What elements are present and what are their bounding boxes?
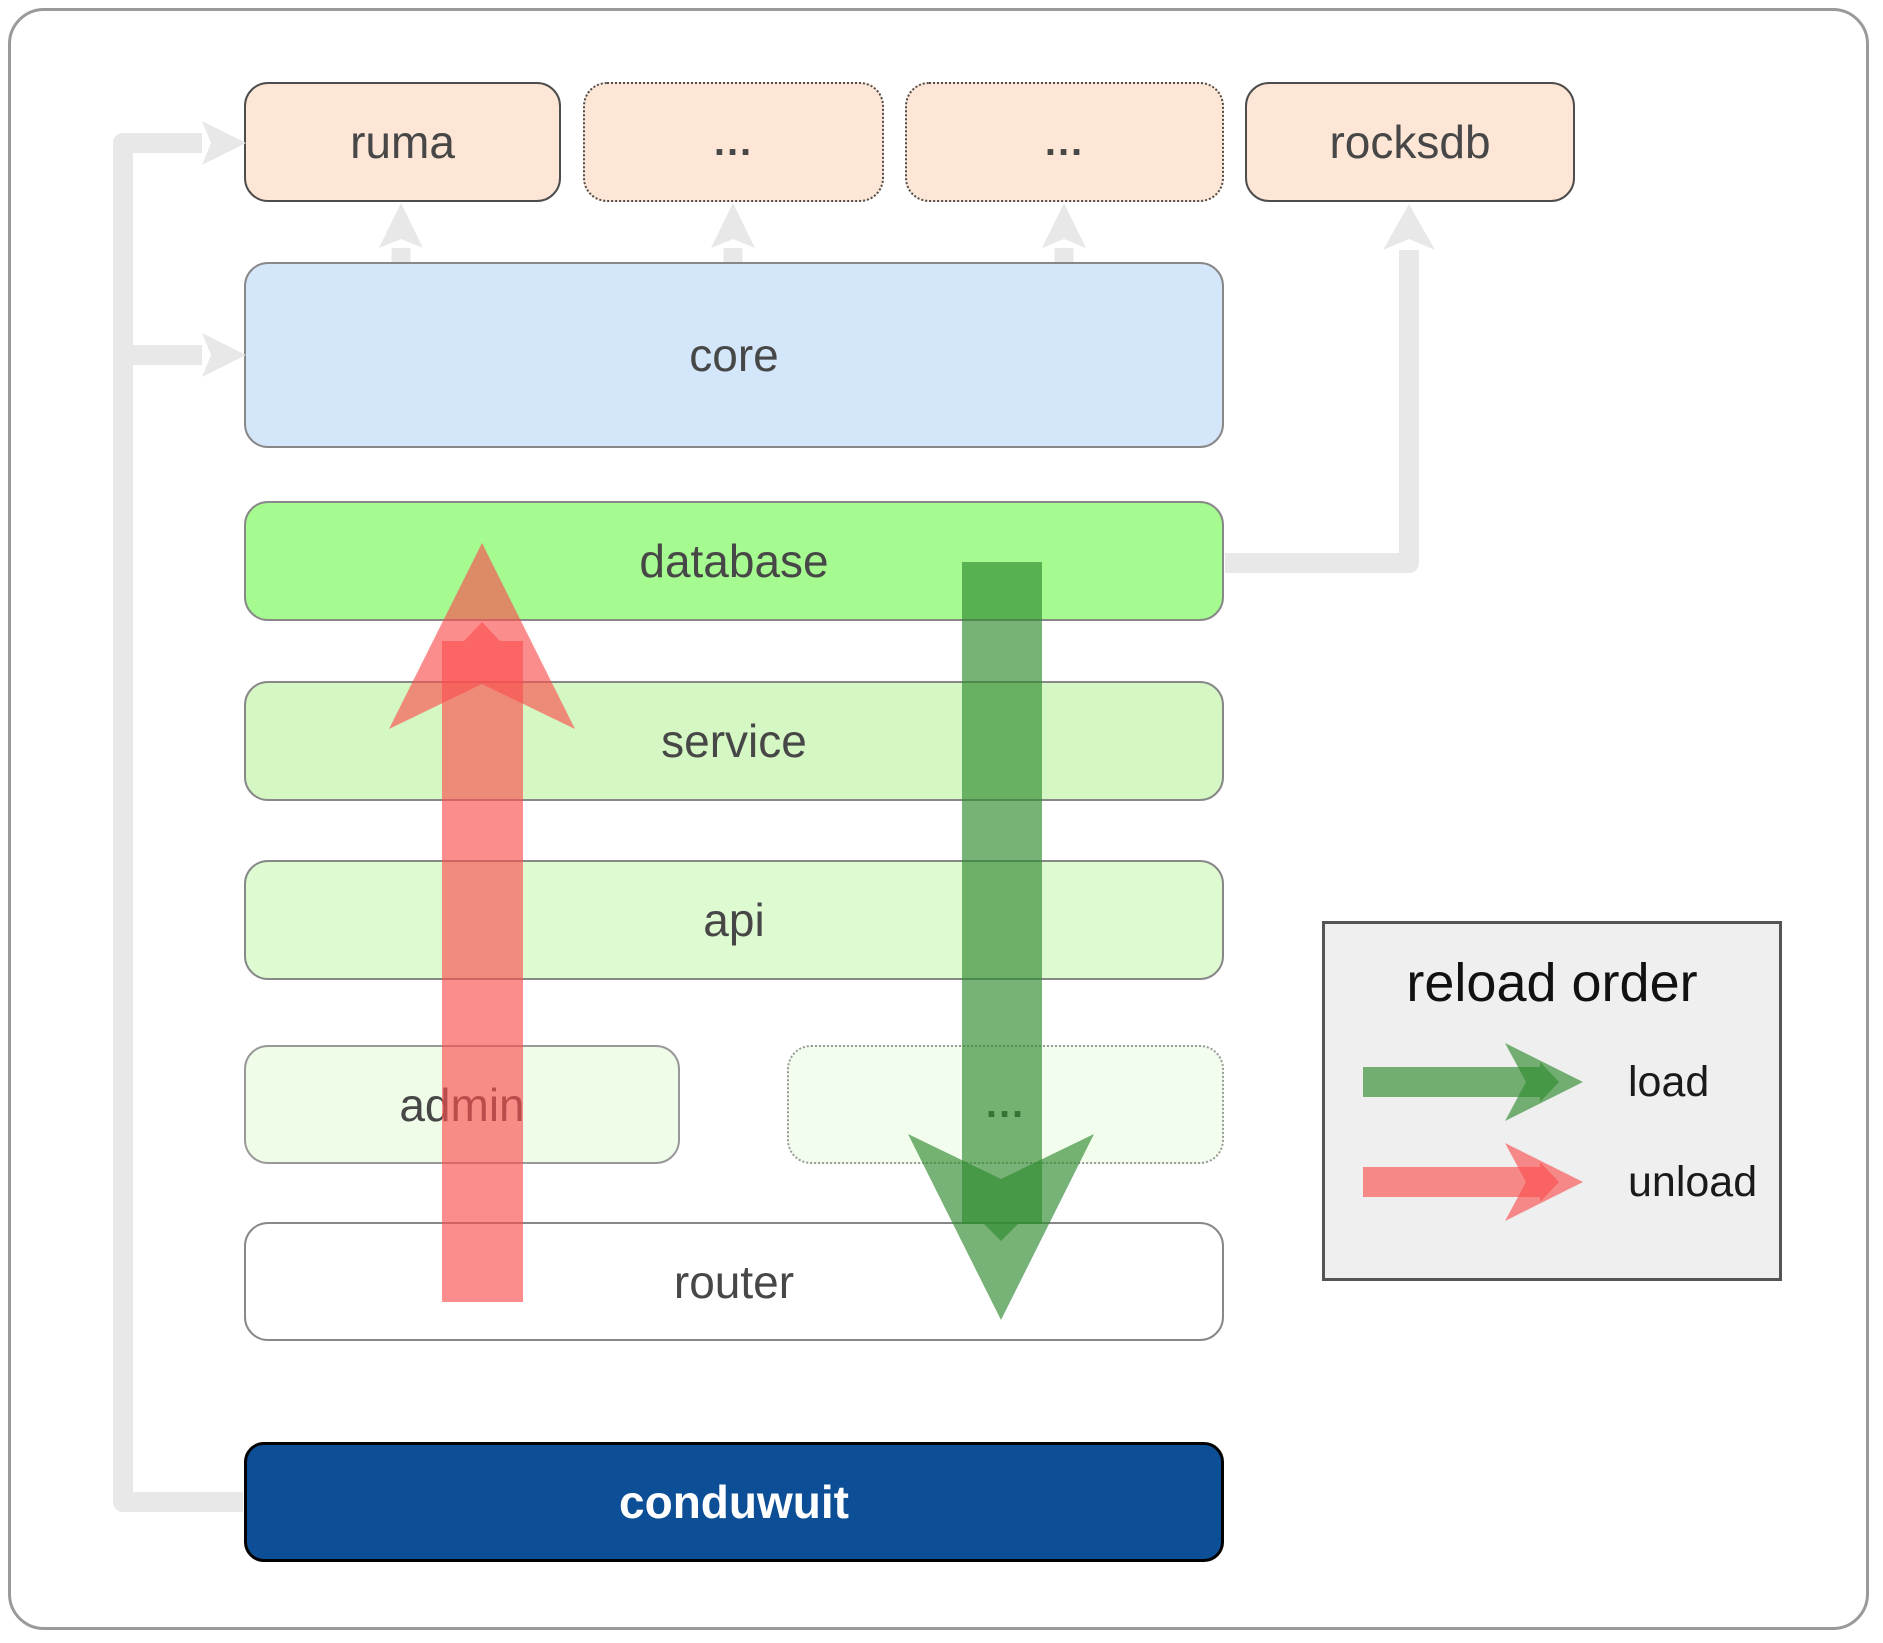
node-api: api bbox=[244, 860, 1224, 980]
legend-load-arrow-icon bbox=[1363, 1043, 1583, 1121]
node-conduwuit-label: conduwuit bbox=[619, 1476, 849, 1528]
node-ellipsis-3-label: ... bbox=[985, 1082, 1026, 1126]
node-service: service bbox=[244, 681, 1224, 801]
node-ellipsis-2: ... bbox=[905, 82, 1224, 202]
node-core: core bbox=[244, 262, 1224, 448]
node-ruma-label: ruma bbox=[350, 116, 455, 168]
node-admin-label: admin bbox=[399, 1078, 525, 1131]
legend: reload order load unload bbox=[1322, 921, 1782, 1281]
node-api-label: api bbox=[703, 894, 765, 946]
node-conduwuit: conduwuit bbox=[244, 1442, 1224, 1562]
legend-title: reload order bbox=[1406, 953, 1698, 1013]
node-ellipsis-1: ... bbox=[583, 82, 884, 202]
node-ellipsis-3: ... bbox=[787, 1045, 1224, 1164]
node-database: database bbox=[244, 501, 1224, 621]
node-ellipsis-2-label: ... bbox=[1044, 119, 1085, 164]
diagram-outer-frame bbox=[8, 8, 1869, 1630]
node-rocksdb-label: rocksdb bbox=[1329, 116, 1491, 168]
node-rocksdb: rocksdb bbox=[1245, 82, 1575, 202]
legend-unload-arrow-icon bbox=[1363, 1143, 1583, 1221]
node-database-label: database bbox=[639, 535, 829, 587]
node-core-label: core bbox=[689, 329, 779, 381]
legend-load-label: load bbox=[1628, 1058, 1710, 1106]
node-router: router bbox=[244, 1222, 1224, 1341]
node-ruma: ruma bbox=[244, 82, 561, 202]
node-ellipsis-1-label: ... bbox=[713, 119, 754, 164]
legend-unload-label: unload bbox=[1628, 1158, 1758, 1206]
legend-item-load: load bbox=[1363, 1042, 1709, 1122]
node-admin: admin bbox=[244, 1045, 680, 1164]
node-service-label: service bbox=[661, 715, 807, 767]
legend-item-unload: unload bbox=[1363, 1142, 1757, 1222]
node-router-label: router bbox=[673, 1255, 795, 1308]
